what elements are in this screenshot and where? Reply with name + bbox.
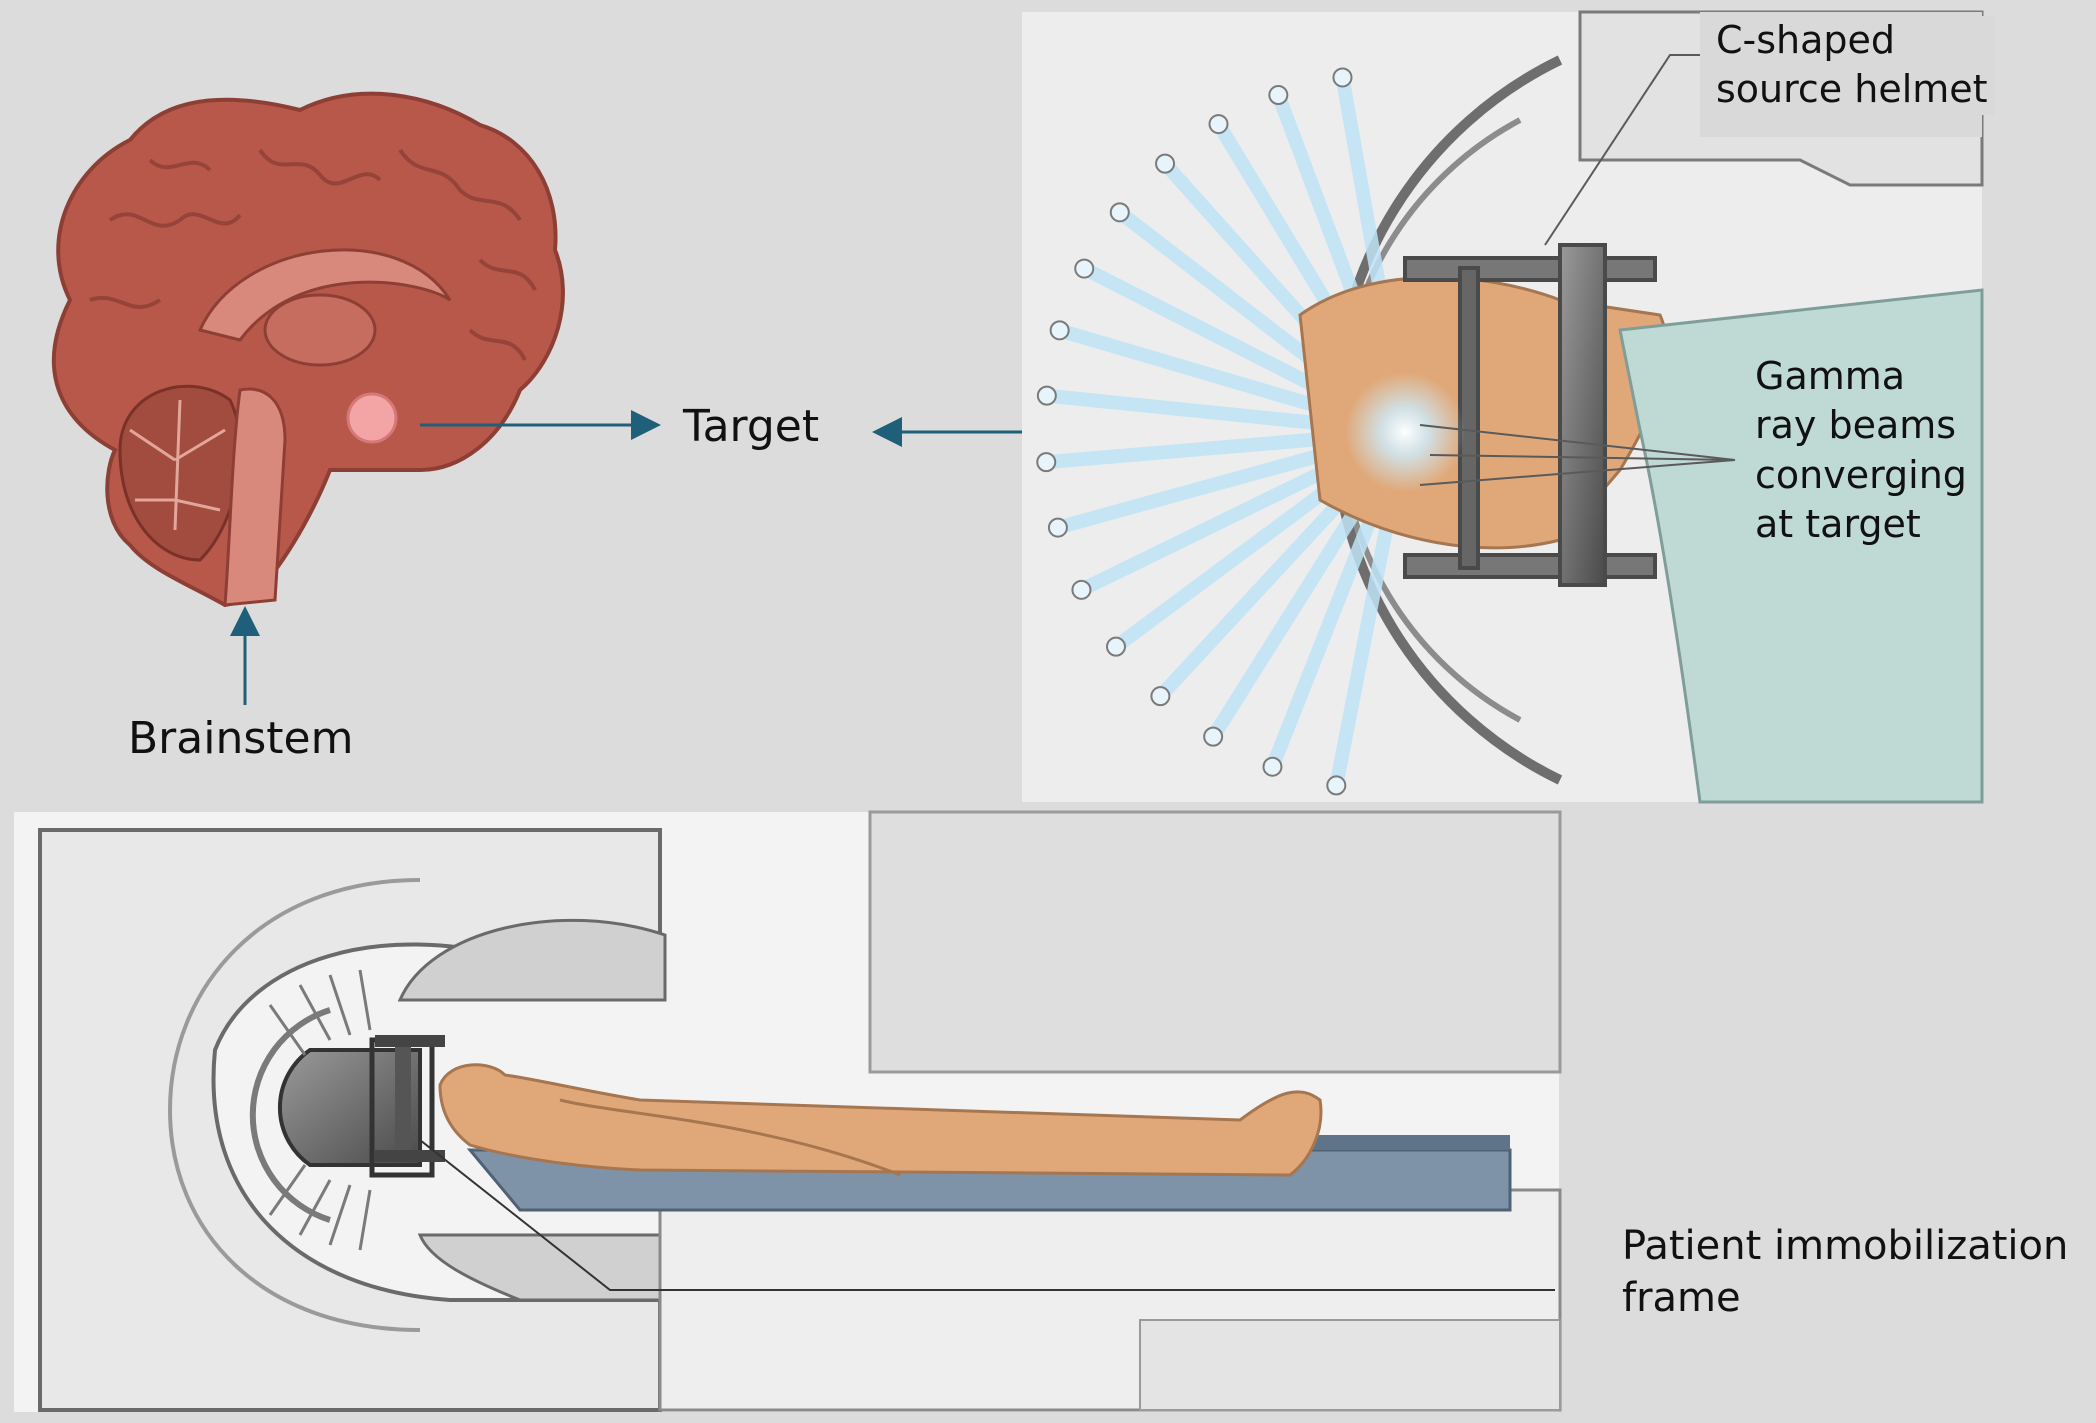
beam-source [1071,579,1092,600]
beam-source [1155,153,1176,174]
beam-source [1203,726,1224,747]
frame-label: Patient immobilization frame [1622,1220,2068,1324]
beam-source [1049,320,1070,341]
helmet-label-line-1: C-shaped [1716,18,1896,62]
beam-source [1268,85,1289,106]
beam-source [1262,756,1283,777]
helmet-closeup [1022,10,1984,804]
frame-label-line-1: Patient immobilization [1622,1223,2069,1269]
beams-label-line-4: at target [1755,502,1921,547]
beams-label-line-3: converging [1755,452,1967,497]
frame-label-line-2: frame [1622,1275,1741,1321]
beam-source [1036,452,1057,473]
beams-label-line-2: ray beams [1755,403,1957,448]
beam-source [1036,385,1057,406]
beam-source [1150,686,1171,707]
beams-label: Gamma ray beams converging at target [1755,352,1967,550]
collimator-fins [268,969,372,1251]
helmet-label-line-2: source helmet [1716,67,1988,112]
brain-illustration [51,91,565,608]
beam-source [1074,258,1095,279]
beam-source [1332,67,1353,88]
target-lesion [346,392,398,444]
beam-source [1047,517,1068,538]
gamma-knife-machine [14,810,1562,1412]
beam-source [1105,636,1126,657]
brainstem-label: Brainstem [128,713,354,764]
beam-source [1109,202,1130,223]
beams-label-line-1: Gamma [1755,354,1906,398]
beam-source [1326,775,1347,796]
beam-source [1208,114,1229,135]
helmet-label: C-shaped source helmet [1710,16,1994,115]
target-label: Target [683,401,820,452]
immobilization-frame-closeup [1403,243,1657,587]
